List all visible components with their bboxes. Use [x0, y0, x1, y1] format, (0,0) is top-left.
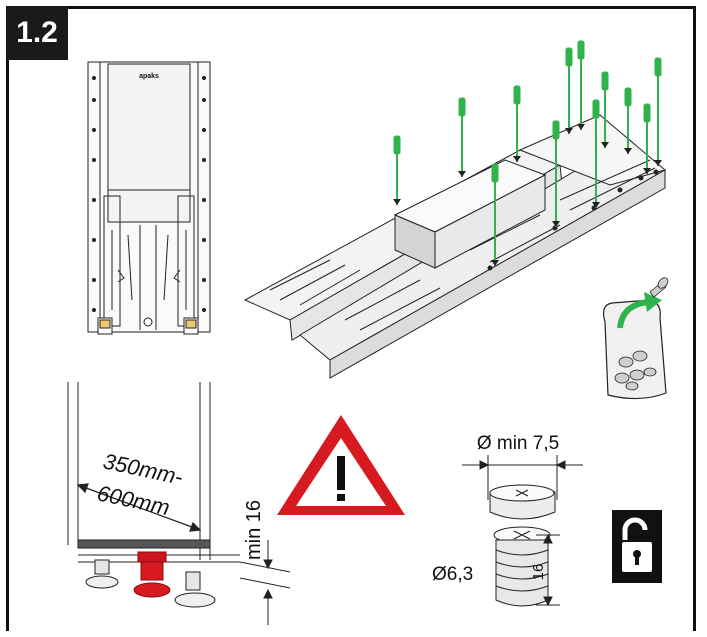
screw: [643, 103, 651, 174]
screw: [654, 57, 662, 166]
hole-cap: [489, 484, 556, 520]
warning-triangle-icon: [277, 415, 405, 515]
unlock-padlock-icon: [612, 510, 662, 583]
step-number-badge: 1.2: [6, 6, 68, 60]
rail-brand-label: apaks: [139, 73, 159, 80]
hole-dimension: [462, 455, 583, 500]
clearance-label: min 16: [243, 500, 265, 560]
feet: [85, 551, 216, 608]
screw: [513, 85, 521, 162]
width-arrow: [76, 483, 202, 532]
screw-length-dimension: [536, 533, 560, 607]
screw: [577, 40, 585, 130]
screw-detail-icon: [493, 526, 551, 607]
screw-diameter-label: Ø6,3: [432, 564, 473, 585]
screw-bag-icon: [602, 299, 667, 400]
screw: [393, 135, 401, 205]
loose-screw: [649, 277, 669, 298]
screw: [552, 120, 560, 227]
rail-front-view: [87, 61, 211, 335]
step-number: 1.2: [16, 16, 58, 49]
green-screws: [393, 40, 662, 266]
cabinet-width-max: 600mm: [95, 480, 172, 520]
panel-frame: [6, 6, 696, 631]
curved-arrow-icon: [617, 292, 662, 329]
screw: [592, 99, 600, 208]
hole-diameter-label: Ø min 7,5: [477, 433, 559, 454]
screw-length-label: 16: [530, 564, 547, 581]
screw: [601, 71, 609, 148]
screw: [565, 47, 573, 134]
rail-isometric-view: [243, 114, 667, 379]
screw: [458, 97, 466, 177]
screw: [491, 163, 499, 266]
screw: [624, 87, 632, 154]
clearance-dimension: [239, 540, 291, 625]
